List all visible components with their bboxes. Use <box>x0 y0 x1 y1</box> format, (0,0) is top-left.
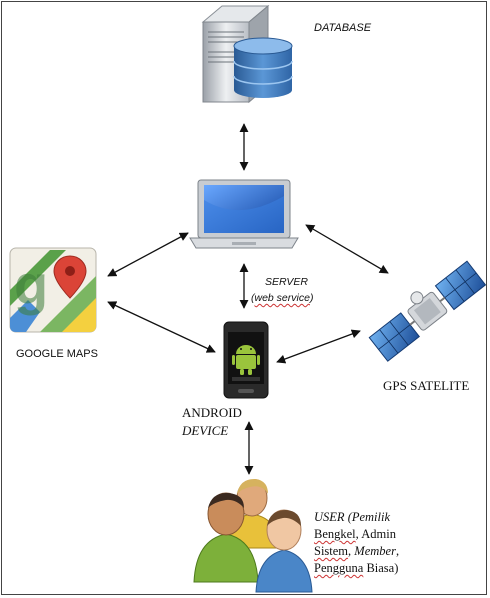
user-label-admin: , Admin <box>355 527 396 541</box>
user-label-comma2: , <box>395 544 400 558</box>
user-label-line1: USER (Pemilik <box>314 509 399 526</box>
user-label-line4: Pengguna Biasa) <box>314 560 399 577</box>
arrow-server-gps <box>305 224 389 274</box>
arrow-gps-android <box>276 329 361 364</box>
user-label-line3: Sistem, Member, <box>314 543 399 560</box>
android-phone-icon <box>223 321 269 399</box>
server-sublabel-close: ) <box>309 292 314 304</box>
user-label-member: Member <box>354 544 396 558</box>
user-label-bengkel: Bengkel <box>314 527 356 541</box>
user-label-pengguna: Pengguna <box>314 561 364 575</box>
google-maps-label: GOOGLE MAPS <box>16 348 98 360</box>
google-maps-icon: g <box>9 247 97 333</box>
user-label-user: USER <box>314 510 345 524</box>
android-label-line2: DEVICE <box>182 423 229 438</box>
android-label-line1: ANDROID <box>182 405 242 420</box>
server-label: SERVER <box>265 276 308 288</box>
user-label-biasa: Biasa) <box>363 561 399 575</box>
svg-text:g: g <box>14 253 48 316</box>
user-label: USER (Pemilik Bengkel, Admin Sistem, Mem… <box>314 509 399 577</box>
server-sublabel: (web service) <box>251 292 313 304</box>
user-label-comma: , <box>348 544 355 558</box>
arrow-server-googlemaps <box>107 232 189 277</box>
gps-label: GPS SATELITE <box>383 378 470 393</box>
user-label-sistem: Sistem <box>314 544 349 558</box>
satellite-icon <box>368 260 487 362</box>
laptop-icon <box>189 179 299 249</box>
connections <box>107 123 389 475</box>
server-sublabel-open: ( <box>251 292 255 304</box>
database-server-icon <box>201 4 293 104</box>
user-label-pemilik: (Pemilik <box>344 510 391 524</box>
server-sublabel-link: web service <box>254 292 310 304</box>
arrow-googlemaps-android <box>107 301 216 353</box>
users-icon <box>193 478 313 593</box>
database-label: DATABASE <box>314 22 372 34</box>
user-label-line2: Bengkel, Admin <box>314 526 399 543</box>
